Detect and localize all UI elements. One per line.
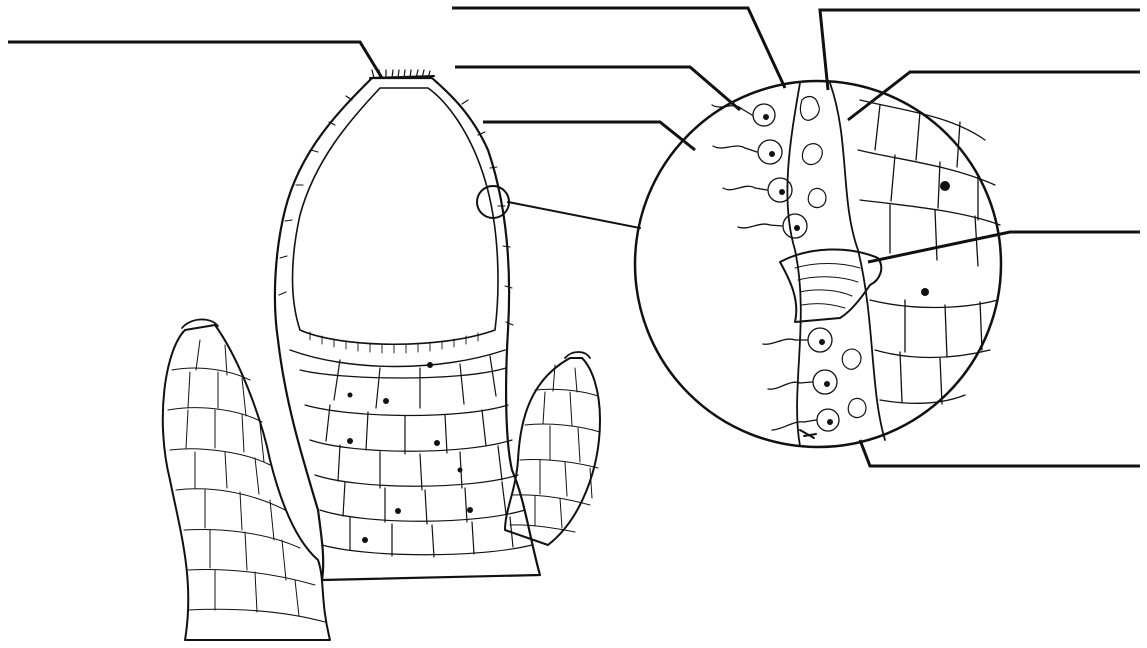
label-line-amoebocyte xyxy=(455,67,740,110)
right-bud-outline xyxy=(505,358,600,545)
body-base-boundary xyxy=(290,350,505,367)
body-outer-wall xyxy=(275,78,540,580)
choanocyte-fringe xyxy=(310,332,478,353)
label-line-choanocyte xyxy=(452,8,785,88)
porocyte-canal-lines xyxy=(795,264,860,309)
label-line-mesohyl xyxy=(820,10,1140,90)
right-bud xyxy=(505,352,600,545)
label-line-osculum xyxy=(8,42,382,78)
body-cell-nuclei xyxy=(347,362,473,543)
magnify-pointer xyxy=(508,202,640,228)
mesohyl-left-edge xyxy=(787,83,800,446)
left-bud-outline xyxy=(163,325,330,640)
label-line-flagellum xyxy=(483,122,695,150)
label-line-porocyte xyxy=(868,232,1140,262)
left-bud xyxy=(163,319,330,640)
porocyte xyxy=(780,249,881,322)
spongocoel-inner-wall xyxy=(293,88,498,344)
amoebocytes xyxy=(800,97,866,418)
label-line-spicule xyxy=(860,440,1140,466)
body-base-cells xyxy=(300,356,532,557)
pinacocyte-layer xyxy=(858,100,1000,404)
main-sponge-body xyxy=(275,70,540,580)
spicule-marker xyxy=(800,430,816,438)
choanocytes xyxy=(712,104,839,431)
label-lines xyxy=(8,8,1140,466)
magnified-wall-section xyxy=(635,81,1001,447)
